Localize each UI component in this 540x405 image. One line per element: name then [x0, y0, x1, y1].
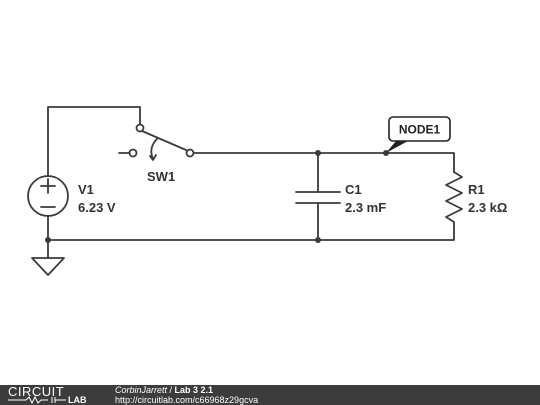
wire-top-main [193, 152, 455, 173]
circuitlab-logo[interactable]: CIRCUIT LAB [8, 384, 98, 405]
ground-symbol [31, 257, 65, 276]
footer-credit: CorbinJarrett / Lab 3 2.1 [115, 385, 213, 395]
circuit-title[interactable]: Lab 3 2.1 [174, 385, 214, 395]
sw1-name-label: SW1 [147, 169, 175, 184]
v1-name-label: V1 [78, 182, 94, 197]
junction-bottom-cap [315, 237, 321, 243]
voltage-source-v1[interactable] [27, 175, 69, 217]
c1-name-label: C1 [345, 182, 362, 197]
logo-text-bottom: LAB [68, 395, 87, 405]
node1-label[interactable]: NODE1 [386, 116, 451, 153]
v1-value-label: 6.23 V [78, 200, 116, 215]
logo-resistor-icon [8, 396, 66, 404]
r1-value-label: 2.3 kΩ [468, 200, 507, 215]
credit-separator: / [167, 385, 175, 395]
resistor-r1[interactable] [445, 171, 463, 227]
footer-bar: CIRCUIT LAB CorbinJarrett / Lab 3 2.1 ht… [0, 384, 540, 405]
circuit-url-link[interactable]: http://circuitlab.com/c66968z29gcva [115, 395, 259, 405]
junction-bottom-source [45, 237, 51, 243]
r1-name-label: R1 [468, 182, 485, 197]
junction-top-cap [315, 150, 321, 156]
c1-value-label: 2.3 mF [345, 200, 386, 215]
node1-text: NODE1 [399, 123, 441, 137]
switch-sw1[interactable] [128, 123, 195, 161]
wires [47, 106, 455, 259]
author-link[interactable]: CorbinJarrett [115, 385, 168, 395]
circuit-schematic: NODE1 V1 6.23 V SW1 C1 2.3 mF R1 2.3 kΩ [27, 106, 507, 276]
capacitor-c1[interactable] [295, 191, 341, 204]
logo-text-top: CIRCUIT [8, 384, 65, 399]
wire-top-left [47, 106, 141, 177]
wire-bottom-main [47, 225, 455, 241]
